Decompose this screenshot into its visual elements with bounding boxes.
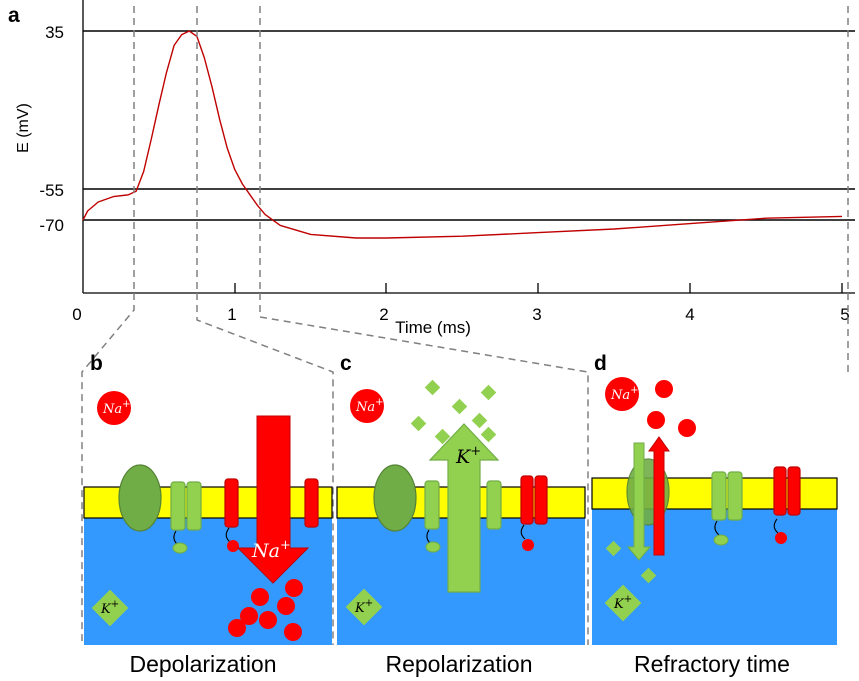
- panel-label-d: d: [594, 352, 607, 375]
- panel-caption-depolarization: Depolarization: [129, 651, 276, 677]
- potassium-ion: [410, 415, 427, 432]
- sodium-ion-legend: [97, 391, 131, 425]
- panel-label-b: b: [90, 352, 103, 375]
- potassium-ion-legend: [345, 588, 383, 626]
- k-channel-gate: [425, 541, 441, 553]
- sodium-ion-label: Na+: [610, 385, 639, 403]
- arrow-ion-label: K+: [455, 444, 481, 468]
- k-channel-gate: [713, 534, 729, 546]
- na-channel-gate-tether: [225, 527, 231, 543]
- sodium-ion: [251, 588, 269, 606]
- potassium-ion: [451, 398, 468, 415]
- sodium-ion: [277, 597, 295, 615]
- potassium-ion-label: K+: [613, 594, 632, 612]
- x-tick-label-5: 5: [840, 305, 849, 324]
- panel-d-refractory: Na+ K+ d Refractory time: [591, 352, 838, 677]
- sodium-pump-arrow: [648, 436, 670, 556]
- na-channel-gate: [227, 540, 239, 552]
- y-axis-label: E (mV): [15, 103, 32, 153]
- sodium-ion: [647, 411, 665, 429]
- potassium-efflux-arrow: [428, 423, 500, 593]
- potassium-ion: [424, 379, 441, 396]
- sodium-influx-arrow: [236, 415, 310, 584]
- arrow-ion-label: Na+: [251, 538, 291, 562]
- x-tick-label-3: 3: [532, 305, 541, 324]
- na-channel-half-right: [304, 478, 319, 528]
- sodium-ion: [240, 607, 258, 625]
- sodium-ions-inside: [228, 579, 303, 641]
- x-tick-label-0: 0: [72, 305, 81, 324]
- potassium-ion: [471, 412, 488, 429]
- guide-panel-b-left: [81, 293, 135, 645]
- potassium-ions-inside: [605, 540, 657, 584]
- na-k-pump: [373, 464, 417, 532]
- panel-a: a 35 -55 -70 E (mV) 0 1 2 3 4 5 Time (ms…: [8, 0, 855, 337]
- panel-b-depolarization: Na+ Na+ K+ b Depolarization: [83, 352, 333, 677]
- action-potential-trace: [82, 30, 843, 239]
- panel-label-a: a: [8, 4, 20, 27]
- panel-caption-refractory: Refractory time: [634, 651, 790, 677]
- potassium-ion: [605, 540, 622, 557]
- sodium-ion-label: Na+: [355, 397, 384, 415]
- panel-caption-repolarization: Repolarization: [385, 651, 532, 677]
- k-channel-gate-tether: [714, 520, 720, 536]
- x-axis-label: Time (ms): [395, 318, 471, 337]
- y-tick-label-minus55: -55: [39, 181, 64, 200]
- panel-label-c: c: [340, 352, 352, 375]
- y-tick-label-minus70: -70: [39, 216, 64, 235]
- sodium-ion: [259, 611, 277, 629]
- x-tick-label-2: 2: [379, 305, 388, 324]
- na-channel-half-left: [224, 478, 239, 528]
- sodium-ion-label: Na+: [102, 399, 131, 417]
- sodium-ions-outside: [647, 380, 696, 437]
- na-k-pump: [118, 464, 162, 532]
- potassium-ion: [480, 426, 497, 443]
- phase-guides: [81, 6, 849, 645]
- k-channel-half-left: [424, 480, 440, 530]
- na-channel-gate: [522, 539, 534, 551]
- sodium-ion: [678, 419, 696, 437]
- potassium-ion-label: K+: [100, 599, 119, 617]
- potassium-ion: [640, 567, 657, 584]
- na-channel-gate: [775, 532, 787, 544]
- potassium-pump-arrow: [626, 442, 652, 561]
- sodium-ion: [228, 619, 246, 637]
- sodium-ion: [655, 380, 673, 398]
- cytoplasm: [84, 503, 332, 645]
- potassium-ion-legend: [604, 584, 642, 622]
- k-channel-gate: [172, 542, 188, 554]
- potassium-ion-legend: [91, 589, 129, 627]
- potassium-ion-label: K+: [354, 598, 373, 616]
- y-tick-label-35: 35: [45, 23, 64, 42]
- na-channel-gate-tether: [520, 524, 526, 540]
- na-channel-gate-tether: [773, 518, 779, 534]
- sodium-ion-legend: [605, 377, 639, 411]
- x-tick-label-4: 4: [685, 305, 694, 324]
- potassium-ion: [480, 384, 497, 401]
- guide-panel-d-left: [259, 293, 589, 645]
- x-tick-label-1: 1: [227, 305, 236, 324]
- k-channel-half-right: [486, 480, 502, 530]
- sodium-ion-legend: [350, 389, 384, 423]
- sodium-ion: [284, 623, 302, 641]
- sodium-ion: [285, 579, 303, 597]
- panel-c-repolarization: K+ Na+ K+ c Repolarization: [336, 352, 586, 677]
- guide-panel-b-right: [196, 293, 334, 645]
- x-ticks: [234, 283, 843, 293]
